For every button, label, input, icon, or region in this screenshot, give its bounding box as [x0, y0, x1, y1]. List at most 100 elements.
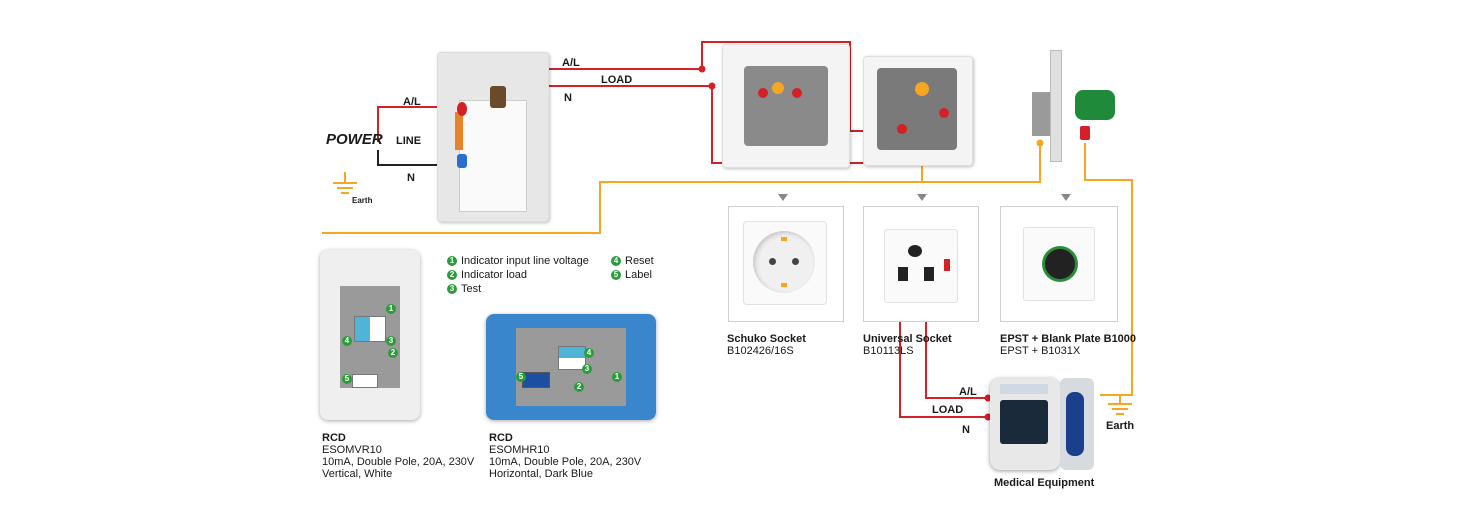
- bottom-n-label: N: [962, 424, 970, 436]
- left-al-label: A/L: [403, 96, 421, 108]
- rcd-spec: 10mA, Double Pole, 20A, 230V: [322, 456, 475, 468]
- rcd-vertical-badge: 2: [388, 348, 398, 358]
- rcd-horizontal-faceplate: 1 2 3 4 5: [516, 328, 626, 406]
- legend-text: Indicator input line voltage: [461, 255, 589, 267]
- universal-terminal-n: [939, 108, 949, 118]
- legend-item: 2 Indicator load: [447, 268, 589, 282]
- earth-symbol-left: [333, 172, 357, 194]
- rcd-vertical-switch[interactable]: [354, 316, 386, 342]
- rcd-back-body: [459, 100, 527, 212]
- universal-back-module: [863, 56, 973, 166]
- product-code: B10113LS: [863, 345, 914, 357]
- legend-text: Label: [625, 269, 652, 281]
- rcd-vertical-badge: 3: [386, 336, 396, 346]
- legend-col-2: 4 Reset 5 Label: [611, 254, 654, 282]
- rcd-horizontal-badge: 4: [584, 348, 594, 358]
- product-caption-schuko: Schuko Socket B102426/16S: [727, 333, 806, 357]
- arrow-down-schuko: [778, 194, 788, 201]
- rcd-horizontal-badge: 3: [582, 364, 592, 374]
- schuko-back-body: [744, 66, 828, 146]
- product-code: EPST + B1031X: [1000, 345, 1081, 357]
- schuko-outlet: [753, 231, 815, 293]
- rcd-horizontal-caption: RCD ESOMHR10 10mA, Double Pole, 20A, 230…: [489, 432, 641, 480]
- power-label: POWER: [326, 131, 383, 148]
- rcd-back-label-strip: [455, 112, 463, 150]
- rcd-vertical-badge: 5: [342, 374, 352, 384]
- line-label: LINE: [396, 135, 422, 147]
- universal-hole-left: [898, 267, 908, 281]
- rcd-code: ESOMHR10: [489, 444, 550, 456]
- epst-red-connector: [1080, 126, 1090, 140]
- universal-front-plate: [884, 229, 958, 303]
- product-title: Universal Socket: [863, 333, 952, 345]
- schuko-front-plate: [743, 221, 827, 305]
- rcd-horizontal-toggle: [559, 347, 585, 358]
- epst-side-body: [1032, 92, 1050, 136]
- left-n-label: N: [407, 172, 415, 184]
- rcd-vertical-plate: 1 2 3 4 5: [320, 250, 420, 420]
- medical-equipment-label: Medical Equipment: [994, 477, 1095, 489]
- epst-front-frame: [1000, 206, 1118, 322]
- rcd-horizontal-plate: 1 2 3 4 5: [486, 314, 656, 420]
- legend-num: 5: [611, 270, 621, 280]
- top-al-label: A/L: [562, 57, 580, 69]
- schuko-terminal-n: [792, 88, 802, 98]
- rcd-horizontal-badge: 5: [516, 372, 526, 382]
- epst-side-plate: [1050, 50, 1062, 162]
- top-n-label: N: [564, 92, 572, 104]
- medical-device-cable: [1066, 392, 1084, 456]
- earth-right-label: Earth: [1106, 420, 1135, 432]
- neutral-connector: [457, 154, 467, 168]
- epst-front-plate: [1023, 227, 1095, 301]
- medical-device-side: [1060, 378, 1094, 470]
- schuko-pin-hole-right: [792, 258, 799, 265]
- rcd-variant: Vertical, White: [322, 468, 393, 480]
- product-caption-epst: EPST + Blank Plate B1000 EPST + B1031X: [1000, 333, 1136, 357]
- schuko-back-module: [722, 44, 850, 168]
- rcd-code: ESOMVR10: [322, 444, 382, 456]
- legend-num: 2: [447, 270, 457, 280]
- neutral-wires: [377, 150, 462, 166]
- rcd-vertical-caption: RCD ESOMVR10 10mA, Double Pole, 20A, 230…: [322, 432, 474, 480]
- legend-text: Indicator load: [461, 269, 528, 281]
- rcd-horizontal-switch[interactable]: [558, 346, 586, 370]
- arrow-down-universal: [917, 194, 927, 201]
- rcd-vertical-label-slot: [352, 374, 378, 388]
- schuko-pin-hole-left: [769, 258, 776, 265]
- legend-text: Test: [461, 283, 482, 295]
- product-title: Schuko Socket: [727, 333, 806, 345]
- universal-earth-terminal: [915, 82, 929, 96]
- epst-front-button: [1045, 249, 1075, 279]
- legend-text: Reset: [625, 255, 654, 267]
- terminal-block: [490, 86, 506, 108]
- rcd-title: RCD: [322, 432, 346, 444]
- legend-item: 4 Reset: [611, 254, 654, 268]
- universal-front-frame: [863, 206, 979, 322]
- rcd-horizontal-badge: 2: [574, 382, 584, 392]
- universal-hole-right: [924, 267, 934, 281]
- product-caption-universal: Universal Socket B10113LS: [863, 333, 952, 357]
- earth-small-label: Earth: [352, 196, 373, 205]
- medical-device-header: [1000, 384, 1048, 394]
- epst-green-knob: [1075, 90, 1115, 120]
- schuko-earth-clip-bottom: [781, 283, 787, 287]
- universal-terminal-l: [897, 124, 907, 134]
- junction-dots: [698, 65, 992, 421]
- arrow-down-epst: [1061, 194, 1071, 201]
- rcd-horizontal-badge: 1: [612, 372, 622, 382]
- top-load-label: LOAD: [601, 74, 633, 86]
- bottom-load-label: LOAD: [932, 404, 964, 416]
- rcd-back-module: [437, 52, 549, 222]
- schuko-front-frame: [728, 206, 844, 322]
- rcd-vertical-toggle: [355, 317, 370, 341]
- legend-num: 4: [611, 256, 621, 266]
- medical-device-screen: [1000, 400, 1048, 444]
- rcd-vertical-badge: 4: [342, 336, 352, 346]
- rcd-horizontal-label-slot: [522, 372, 550, 388]
- universal-indicator: [944, 259, 950, 271]
- rcd-variant: Horizontal, Dark Blue: [489, 468, 593, 480]
- schuko-earth-clip-top: [781, 237, 787, 241]
- live-connector: [457, 102, 467, 116]
